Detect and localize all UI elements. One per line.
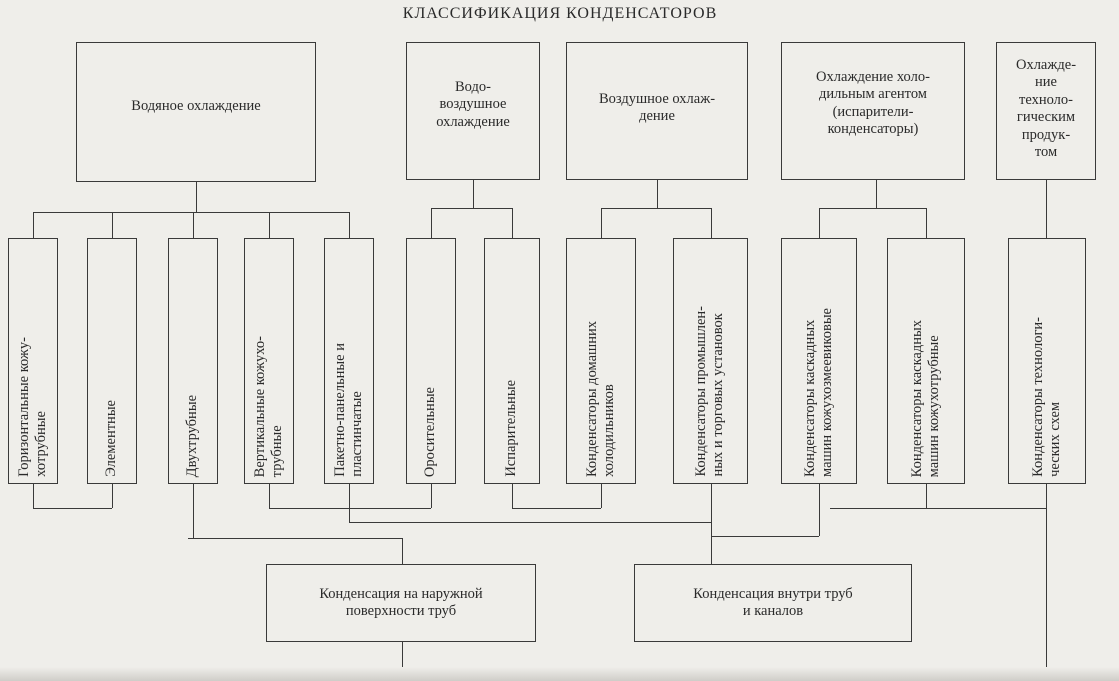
type-industrial: Конденсаторы промышлен- ных и торговых у… — [673, 238, 748, 484]
connector-line — [601, 208, 603, 238]
type-plate-panel: Пакетно-панельные и пластинчатые — [324, 238, 374, 484]
connector-line — [711, 484, 713, 564]
connector-line — [819, 208, 821, 238]
connector-line — [819, 484, 821, 536]
connector-line — [926, 484, 928, 508]
type-element: Элементные — [87, 238, 137, 484]
type-label: Двухтрубные — [184, 394, 201, 477]
connector-line — [711, 208, 713, 238]
connector-line — [349, 522, 711, 524]
connector-line — [512, 208, 514, 238]
connector-line — [349, 484, 351, 522]
connector-line — [196, 182, 198, 212]
box-water-cooling: Водяное охлаждение — [76, 42, 316, 182]
type-household: Конденсаторы домашних холодильников — [566, 238, 636, 484]
connector-line — [193, 484, 195, 538]
type-label: Элементные — [103, 400, 120, 477]
connector-line — [33, 212, 349, 214]
connector-line — [33, 212, 35, 238]
connector-line — [711, 536, 819, 538]
box-air-cooling: Воздушное охлаж- дение — [566, 42, 748, 180]
connector-line — [431, 208, 512, 210]
connector-line — [402, 538, 404, 564]
type-vertical-shell-tube: Вертикальные кожухо- трубные — [244, 238, 294, 484]
box-product-cooling-label: Охлажде- ние техноло- гическим продук- т… — [1015, 57, 1077, 160]
connector-line — [657, 180, 659, 208]
connector-line — [1046, 484, 1048, 668]
box-outer-condensation: Конденсация на наружной поверхности труб — [266, 564, 536, 642]
box-product-cooling: Охлажде- ние техноло- гическим продук- т… — [996, 42, 1096, 180]
type-label: Пакетно-панельные и пластинчатые — [331, 343, 365, 477]
type-label: Конденсаторы домашних холодильников — [583, 320, 617, 477]
connector-line — [1046, 180, 1048, 238]
connector-line — [512, 508, 601, 510]
type-label: Горизонтальные кожу- хотрубные — [15, 337, 49, 477]
box-water-cooling-label: Водяное охлаждение — [131, 98, 261, 115]
connector-line — [601, 208, 711, 210]
connector-line — [112, 212, 114, 238]
type-double-pipe: Двухтрубные — [168, 238, 218, 484]
connector-line — [269, 212, 271, 238]
connector-line — [33, 484, 35, 508]
type-label: Оросительные — [422, 386, 439, 477]
connector-line — [819, 208, 926, 210]
connector-line — [402, 642, 404, 668]
type-label: Испарительные — [503, 380, 520, 477]
box-air-cooling-label: Воздушное охлаж- дение — [598, 91, 716, 125]
type-process: Конденсаторы технологи- ческих схем — [1008, 238, 1086, 484]
type-horizontal-shell-tube: Горизонтальные кожу- хотрубные — [8, 238, 58, 484]
connector-line — [193, 212, 195, 238]
box-water-air-cooling: Водо- воздушное охлаждение — [406, 42, 540, 180]
box-inner-condensation-label: Конденсация внутри труб и каналов — [693, 585, 853, 619]
diagram-title: КЛАССИФИКАЦИЯ КОНДЕНСАТОРОВ — [402, 5, 718, 22]
type-label: Конденсаторы каскадных машин кожухозмеев… — [801, 308, 835, 477]
box-refrigerant-cooling-label: Охлаждение холо- дильным агентом (испари… — [816, 69, 930, 138]
box-outer-condensation-label: Конденсация на наружной поверхности труб — [319, 585, 483, 619]
type-irrigation: Оросительные — [406, 238, 456, 484]
box-refrigerant-cooling: Охлаждение холо- дильным агентом (испари… — [781, 42, 965, 180]
connector-line — [112, 484, 114, 508]
type-label: Конденсаторы каскадных машин кожухотрубн… — [908, 319, 942, 477]
connector-line — [512, 484, 514, 508]
type-cascade-coil: Конденсаторы каскадных машин кожухозмеев… — [781, 238, 857, 484]
connector-line — [473, 180, 475, 208]
box-water-air-cooling-label: Водо- воздушное охлаждение — [436, 79, 510, 130]
type-cascade-tube: Конденсаторы каскадных машин кожухотрубн… — [887, 238, 965, 484]
connector-line — [431, 484, 433, 508]
connector-line — [830, 508, 1046, 510]
connector-line — [349, 212, 351, 238]
connector-line — [269, 484, 271, 508]
connector-line — [431, 208, 433, 238]
box-inner-condensation: Конденсация внутри труб и каналов — [634, 564, 912, 642]
type-label: Вертикальные кожухо- трубные — [251, 335, 285, 477]
type-evaporative: Испарительные — [484, 238, 540, 484]
connector-line — [926, 208, 928, 238]
connector-line — [876, 180, 878, 208]
connector-line — [188, 538, 402, 540]
connector-line — [601, 484, 603, 508]
connector-line — [33, 508, 112, 510]
type-label: Конденсаторы технологи- ческих схем — [1029, 317, 1063, 477]
type-label: Конденсаторы промышлен- ных и торговых у… — [693, 306, 727, 477]
page-edge-shadow — [0, 667, 1119, 681]
